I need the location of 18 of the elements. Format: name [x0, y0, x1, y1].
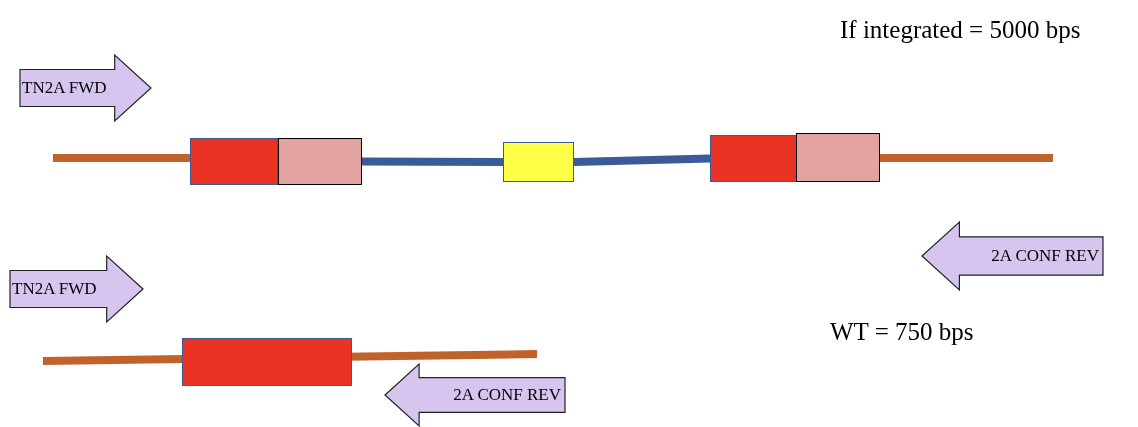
gene-block — [503, 142, 574, 182]
primer-label: 2A CONF REV — [453, 385, 561, 405]
gene-block — [796, 133, 880, 182]
dna-segment — [573, 154, 711, 166]
dna-segment — [362, 157, 503, 166]
primer-arrow — [10, 256, 143, 322]
primer-label: TN2A FWD — [12, 279, 97, 299]
gene-block — [278, 138, 362, 185]
gene-block — [710, 135, 797, 182]
primer-label: 2A CONF REV — [991, 246, 1099, 266]
size-note: WT = 750 bps — [830, 318, 974, 346]
size-note: If integrated = 5000 bps — [840, 16, 1081, 44]
primer-arrow — [922, 222, 1103, 290]
primer-arrow — [385, 364, 565, 426]
primer-label: TN2A FWD — [22, 78, 107, 98]
primer-arrow — [20, 55, 151, 121]
gene-block — [190, 138, 278, 185]
gene-block — [182, 338, 352, 386]
